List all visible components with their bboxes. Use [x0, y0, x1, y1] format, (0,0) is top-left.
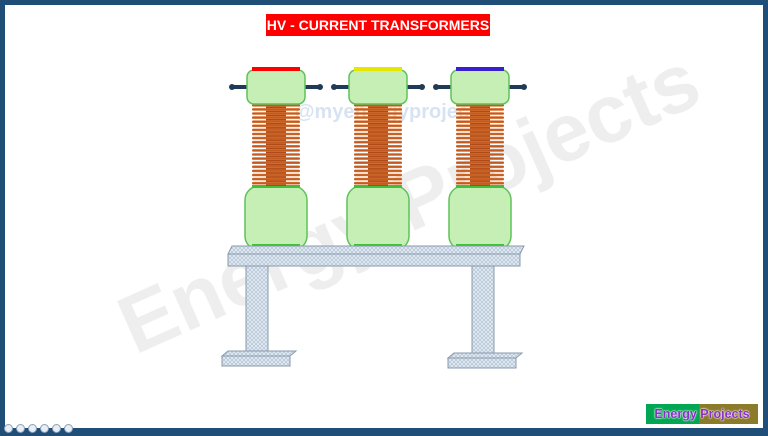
terminal-left: [229, 84, 235, 90]
insulator-shed: [354, 136, 402, 140]
insulator-shed: [456, 128, 504, 132]
insulator-shed: [252, 116, 300, 119]
insulator-shed: [252, 112, 300, 115]
insulator-shed: [456, 169, 504, 173]
insulator-shed: [252, 132, 300, 136]
insulator-shed: [354, 153, 402, 156]
insulator-shed: [252, 153, 300, 156]
insulator-shed: [456, 157, 504, 160]
insulator-shed: [456, 124, 504, 128]
insulator-shed: [354, 149, 402, 152]
insulator-shed: [456, 112, 504, 115]
insulator-shed: [456, 116, 504, 119]
ct-phase-2: [331, 67, 425, 251]
ct-head: [246, 69, 306, 105]
insulator-shed: [252, 145, 300, 148]
zoom-icon[interactable]: [52, 424, 61, 433]
terminal-right: [521, 84, 527, 90]
watermark-handle: @myenergyprojects: [295, 101, 487, 123]
terminal-right: [317, 84, 323, 90]
insulator-shed: [252, 181, 300, 185]
insulator-shed: [456, 149, 504, 152]
terminal-right: [419, 84, 425, 90]
support-base-left-front: [221, 355, 291, 367]
logo-olive-block: [699, 404, 758, 424]
insulator-shed: [456, 140, 504, 144]
insulator-shed: [354, 173, 402, 177]
insulator-shed: [252, 177, 300, 181]
insulator-shed: [354, 132, 402, 136]
tank-top-band: [456, 185, 504, 188]
insulator-shed: [354, 169, 402, 173]
ct-head-cap: [252, 67, 300, 71]
insulator-shed: [354, 157, 402, 160]
logo-green-block: [646, 404, 700, 424]
insulator-shed: [354, 181, 402, 185]
insulator-shed: [456, 108, 504, 111]
insulator-shed: [456, 132, 504, 136]
pen-icon[interactable]: [28, 424, 37, 433]
insulator-shed: [354, 116, 402, 119]
insulator-shed: [252, 157, 300, 160]
insulator-shed: [354, 128, 402, 132]
page-icon[interactable]: [40, 424, 49, 433]
support-base-right: [446, 352, 524, 359]
logo-text: Energy Projects: [654, 407, 750, 421]
support-base-left: [220, 350, 298, 357]
prev-icon[interactable]: [4, 424, 13, 433]
insulator-shed: [252, 173, 300, 177]
ct-phase-3: [433, 67, 527, 251]
support-beam-top: [227, 245, 525, 255]
insulator-shed: [252, 120, 300, 123]
insulator-shed: [354, 140, 402, 144]
terminal-left: [331, 84, 337, 90]
next-icon[interactable]: [16, 424, 25, 433]
support-leg-right: [471, 265, 495, 357]
ct-tank: [448, 185, 512, 251]
insulator-shed: [354, 108, 402, 111]
slide-title: HV - CURRENT TRANSFORMERS: [266, 14, 490, 36]
support-leg-left: [245, 265, 269, 355]
more-icon[interactable]: [64, 424, 73, 433]
insulator-shed: [252, 128, 300, 132]
insulator-shed: [354, 165, 402, 169]
insulator-shed: [252, 140, 300, 144]
insulator-shed: [252, 108, 300, 111]
energy-projects-logo: Energy Projects: [646, 404, 758, 424]
ct-head: [348, 69, 408, 105]
tank-top-band: [252, 185, 300, 188]
insulator-shed: [456, 165, 504, 169]
insulator-shed: [456, 161, 504, 164]
insulator-shed: [252, 169, 300, 173]
insulator-shed: [456, 120, 504, 123]
insulator-shed: [354, 124, 402, 128]
insulator-shed: [354, 177, 402, 181]
insulator-shed: [456, 181, 504, 185]
terminal-left: [433, 84, 439, 90]
insulator-shed: [252, 161, 300, 164]
insulator-shed: [456, 177, 504, 181]
insulator-shed: [354, 161, 402, 164]
ct-head-cap: [456, 67, 504, 71]
insulator-shed: [252, 124, 300, 128]
ct-head-cap: [354, 67, 402, 71]
insulator-shed: [456, 136, 504, 140]
tank-top-band: [354, 185, 402, 188]
insulator-shed: [354, 145, 402, 148]
insulator-shed: [354, 120, 402, 123]
insulator-shed: [252, 165, 300, 169]
slideshow-toolbar: [4, 424, 73, 434]
support-beam: [227, 253, 521, 267]
insulator-shed: [456, 153, 504, 156]
insulator-shed: [252, 149, 300, 152]
insulator-shed: [252, 136, 300, 140]
insulator-shed: [456, 173, 504, 177]
insulator-shed: [456, 145, 504, 148]
ct-head: [450, 69, 510, 105]
ct-tank: [346, 185, 410, 251]
support-base-right-front: [447, 357, 517, 369]
ct-tank: [244, 185, 308, 251]
insulator-shed: [354, 112, 402, 115]
